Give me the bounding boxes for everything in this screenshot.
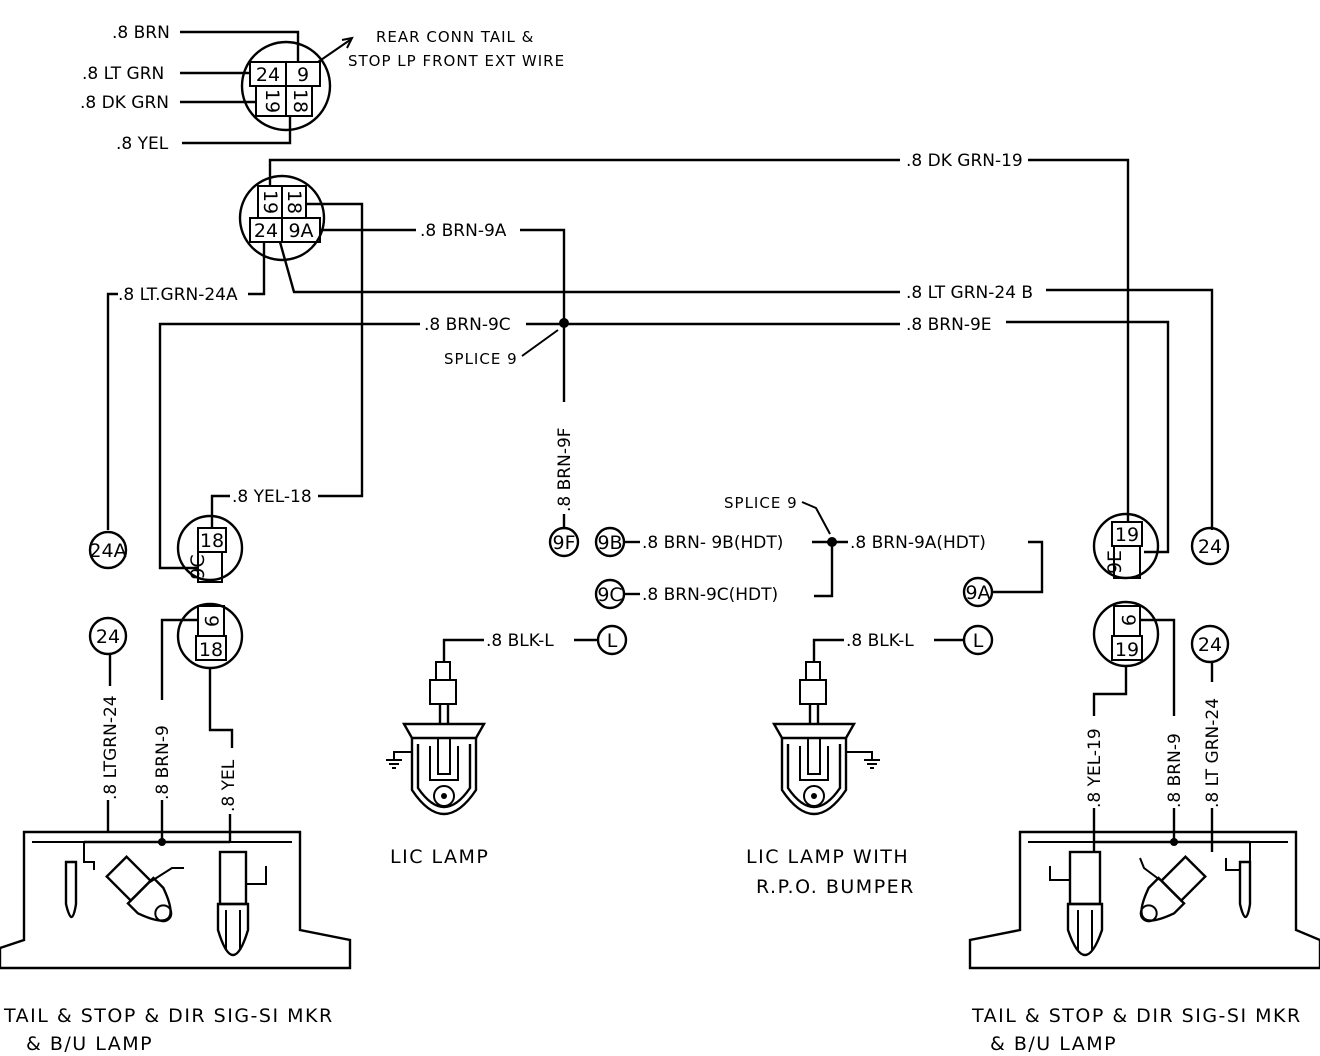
wire-label-blk-l-left: .8 BLK-L (486, 631, 554, 651)
splice-9-label: SPLICE 9 (444, 350, 518, 368)
wire-label-brn-9e: .8 BRN-9E (906, 315, 992, 335)
splice-9-hdt-label: SPLICE 9 (724, 494, 798, 512)
wire-label-lt-grn-24a: .8 LT.GRN-24A (118, 285, 238, 305)
svg-text:24: 24 (1198, 536, 1222, 558)
pin-9a: 9A (288, 220, 313, 242)
pin-24: 24 (256, 64, 280, 86)
left-lamp-wire-brn-9: .8 BRN-9 (153, 725, 173, 800)
svg-text:24A: 24A (89, 540, 126, 562)
wire-label-dk-grn: .8 DK GRN (80, 93, 169, 113)
connector-right-upper: 19 9E (1092, 512, 1160, 580)
terminal-9a: 9A (962, 576, 994, 608)
wire-label-yel: .8 YEL (116, 134, 169, 154)
wire-label-brn-9c-hdt: .8 BRN-9C(HDT) (642, 585, 778, 605)
terminal-9b: 9B (594, 526, 626, 558)
rear-connector: 24 9 19 18 (240, 40, 332, 132)
right-lamp-caption-1: TAIL & STOP & DIR SIG-SI MKR (971, 1005, 1302, 1027)
svg-text:18: 18 (200, 530, 224, 552)
left-lamp-wire-lt-grn-24: .8 LTGRN-24 (101, 695, 121, 800)
svg-text:24: 24 (96, 626, 120, 648)
svg-text:9B: 9B (597, 532, 622, 554)
wire-label-yel-18: .8 YEL-18 (232, 487, 312, 507)
pin-19: 19 (259, 190, 281, 214)
svg-text:18: 18 (199, 639, 223, 661)
svg-text:19: 19 (1115, 524, 1139, 546)
wire-label-brn-9b-hdt: .8 BRN- 9B(HDT) (642, 533, 783, 553)
svg-text:L: L (973, 630, 984, 652)
rear-connector-note-1: REAR CONN TAIL & (376, 28, 534, 46)
right-lamp-wire-yel-19: .8 YEL-19 (1085, 728, 1105, 808)
wire-label-brn-9f: .8 BRN-9F (555, 427, 575, 512)
tail-lamp-right (968, 808, 1320, 970)
wire-label-brn: .8 BRN (112, 23, 170, 43)
terminal-9c: 9C (594, 578, 626, 610)
lic-lamp-rpo-caption-2: R.P.O. BUMPER (756, 876, 915, 898)
pin-18: 18 (289, 89, 311, 113)
svg-text:24: 24 (1198, 634, 1222, 656)
tail-lamp-left (0, 800, 352, 970)
right-lamp-wire-lt-grn-24: .8 LT GRN-24 (1203, 698, 1223, 808)
left-lamp-wire-yel: .8 YEL (219, 759, 239, 812)
terminal-9f: 9F (548, 526, 580, 558)
wire-label-brn-9a-hdt: .8 BRN-9A(HDT) (850, 533, 986, 553)
pin-19: 19 (261, 89, 283, 113)
svg-text:9A: 9A (965, 582, 990, 604)
lic-lamp-rpo-caption-1: LIC LAMP WITH (746, 846, 909, 868)
rear-connector-note-2: STOP LP FRONT EXT WIRE (348, 52, 565, 70)
svg-text:9: 9 (1117, 614, 1139, 626)
svg-text:9: 9 (200, 615, 222, 627)
connector-right-lower: 9 19 (1092, 600, 1160, 668)
terminal-24-left: 24 (88, 616, 128, 656)
wire-label-dk-grn-19: .8 DK GRN-19 (906, 151, 1023, 171)
wire-label-lt-grn-24b: .8 LT GRN-24 B (906, 283, 1033, 303)
pin-24: 24 (254, 220, 278, 242)
svg-text:9F: 9F (552, 532, 575, 554)
svg-text:9C: 9C (597, 584, 622, 606)
svg-text:9E: 9E (1104, 550, 1126, 574)
terminal-l-right: L (962, 624, 994, 656)
left-lamp-caption-2: & B/U LAMP (26, 1033, 153, 1055)
pin-18: 18 (283, 190, 305, 214)
right-lamp-caption-2: & B/U LAMP (990, 1033, 1117, 1055)
lic-lamp-rpo (771, 661, 880, 816)
left-lamp-caption-1: TAIL & STOP & DIR SIG-SI MKR (3, 1005, 334, 1027)
svg-text:L: L (607, 630, 618, 652)
wire-label-blk-l-right: .8 BLK-L (846, 631, 914, 651)
terminal-l-left: L (596, 624, 628, 656)
wire-label-lt-grn: .8 LT GRN (82, 64, 164, 84)
connector-left-lower: 9 18 (176, 602, 244, 670)
lic-lamp-left (386, 661, 487, 816)
splice-9-dot (559, 318, 569, 328)
terminal-24-right-lower: 24 (1190, 624, 1230, 664)
lic-lamp-caption: LIC LAMP (390, 846, 489, 868)
connector-left-upper: 18 9C (176, 514, 244, 583)
pin-9: 9 (297, 64, 309, 86)
terminal-24-right-upper: 24 (1190, 526, 1230, 566)
wire-label-brn-9c: .8 BRN-9C (424, 315, 511, 335)
svg-text:19: 19 (1115, 639, 1139, 661)
right-lamp-wire-brn-9: .8 BRN-9 (1165, 733, 1185, 808)
wire-label-brn-9a: .8 BRN-9A (420, 221, 507, 241)
terminal-24a: 24A (88, 530, 128, 570)
